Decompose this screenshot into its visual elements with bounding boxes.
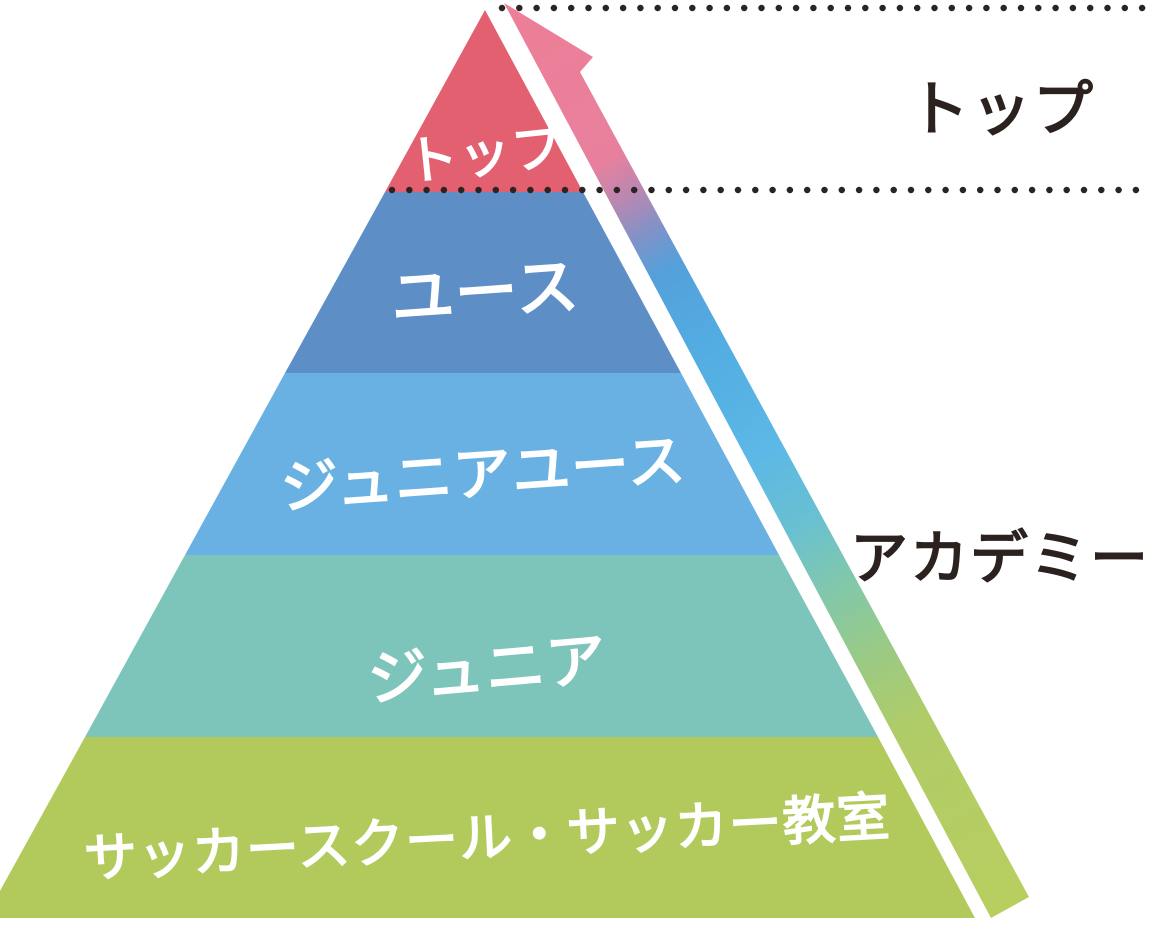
pyramid-level-junior-shape	[85, 555, 878, 737]
annotation-academy-label: アカデミー	[850, 526, 1150, 591]
pyramid-level-school-shape	[0, 737, 975, 918]
level-youth-label: ユース	[389, 251, 582, 334]
pyramid-level-junior-youth-shape	[185, 373, 779, 555]
pyramid-level-top-shape	[385, 10, 583, 192]
growth-arrow	[504, 3, 1029, 918]
pyramid-level-youth-shape	[285, 192, 681, 373]
annotation-top-label: トップ	[909, 76, 1095, 143]
